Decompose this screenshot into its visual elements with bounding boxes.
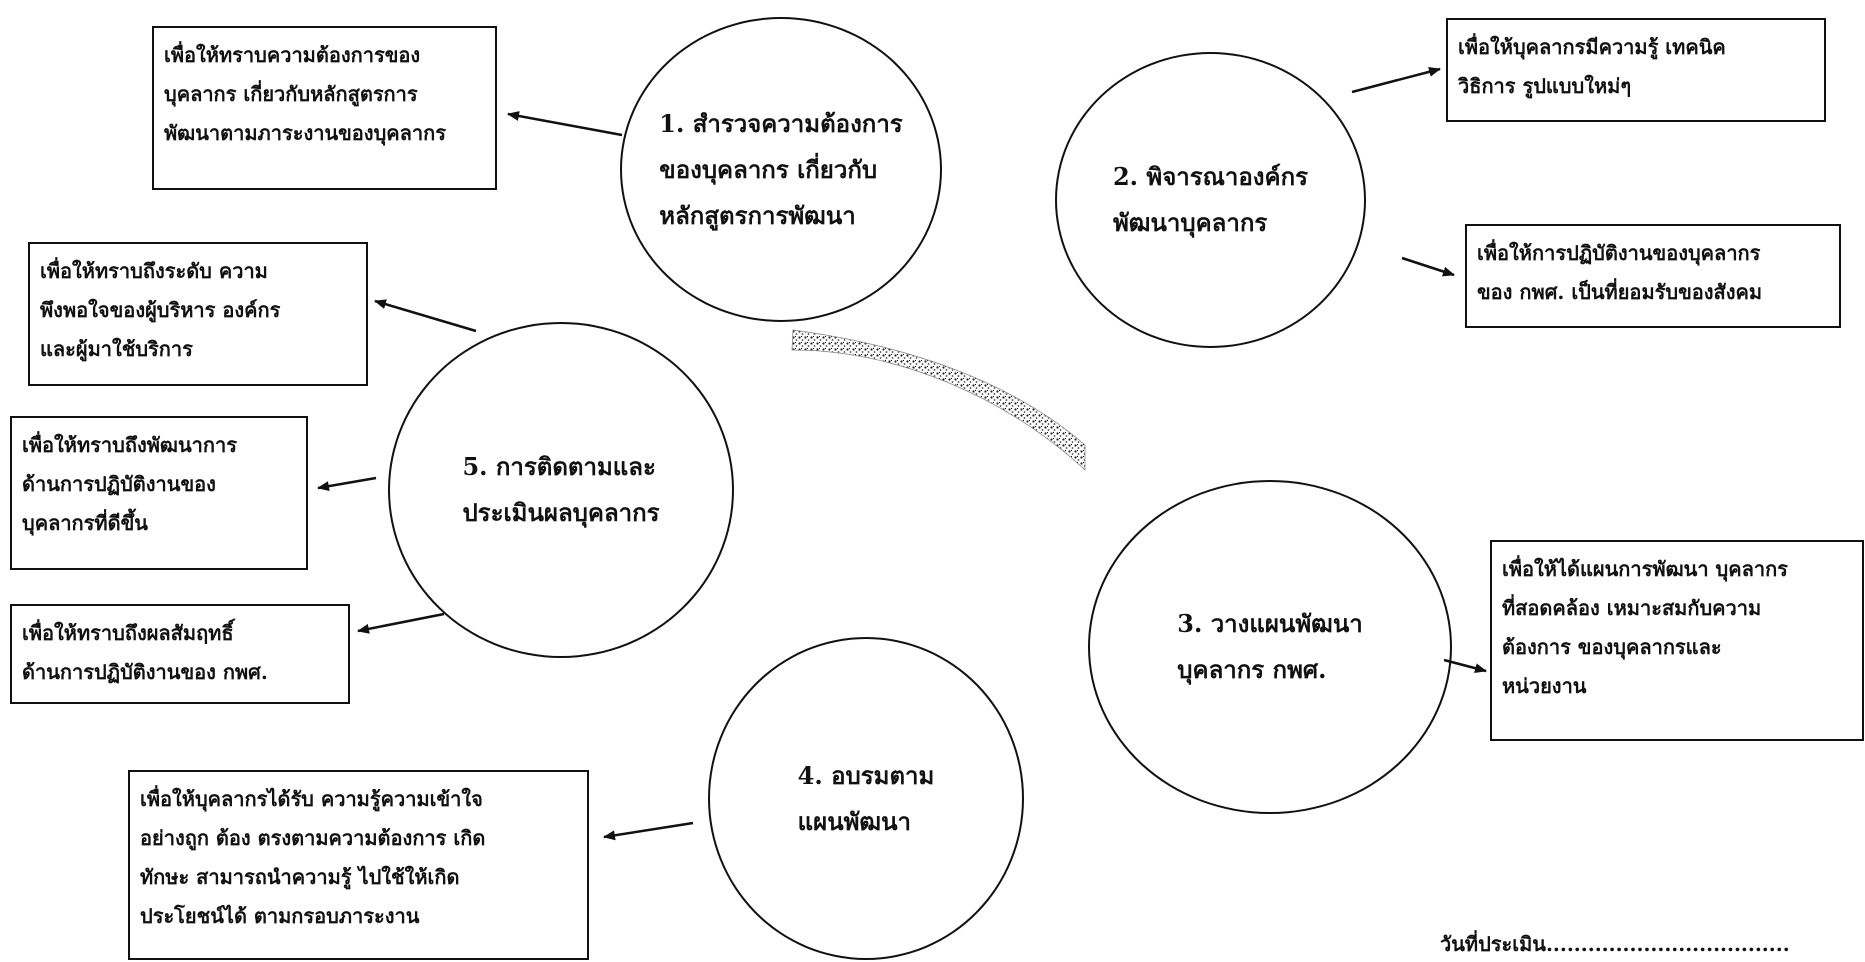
cycle-arc-hatched — [791, 329, 1086, 471]
goal-box-stage-5-a: เพื่อให้ทราบถึงระดับ ความ พึงพอใจของผู้บ… — [28, 242, 368, 386]
stage-1-label: 1. สำรวจความต้องการ ของบุคลากร เกี่ยวกับ… — [659, 108, 903, 230]
goal-text-stage-4: เพื่อให้บุคลากรได้รับ ความรู้ความเข้าใจ … — [140, 787, 486, 928]
goal-box-stage-2-b: เพื่อให้การปฏิบัติงานของบุคลากร ของ กพศ.… — [1465, 224, 1841, 328]
goal-box-stage-2-a: เพื่อให้บุคลากรมีความรู้ เทคนิค วิธิการ … — [1446, 18, 1826, 122]
goal-box-stage-1: เพื่อให้ทราบความต้องการของ บุคลากร เกี่ย… — [152, 26, 497, 190]
stage-1-circle: 1. สำรวจความต้องการ ของบุคลากร เกี่ยวกับ… — [620, 17, 942, 322]
goal-text-stage-5-c: เพื่อให้ทราบถึงผลสัมฤทธิ์ ด้านการปฏิบัติ… — [22, 621, 268, 684]
stage-3-label: 3. วางแผนพัฒนา บุคลากร กพศ. — [1177, 609, 1363, 684]
goal-box-stage-3: เพื่อให้ได้แผนการพัฒนา บุคลากร ที่สอดคล้… — [1490, 540, 1864, 741]
arrow-s5-g5b — [317, 476, 377, 492]
stage-4-label: 4. อบรมตาม แผนพัฒนา — [797, 760, 935, 836]
goal-box-stage-4: เพื่อให้บุคลากรได้รับ ความรู้ความเข้าใจ … — [128, 770, 589, 960]
goal-text-stage-1: เพื่อให้ทราบความต้องการของ บุคลากร เกี่ย… — [164, 43, 446, 145]
stage-2-circle: 2. พิจารณาองค์กร พัฒนาบุคลากร — [1055, 52, 1366, 348]
arrow-s5-g5a — [374, 299, 477, 333]
goal-box-stage-5-c: เพื่อให้ทราบถึงผลสัมฤทธิ์ ด้านการปฏิบัติ… — [10, 604, 350, 704]
goal-box-stage-5-b: เพื่อให้ทราบถึงพัฒนาการ ด้านการปฏิบัติงา… — [10, 416, 308, 570]
goal-text-stage-3: เพื่อให้ได้แผนการพัฒนา บุคลากร ที่สอดคล้… — [1502, 557, 1788, 698]
goal-text-stage-2-a: เพื่อให้บุคลากรมีความรู้ เทคนิค วิธิการ … — [1458, 35, 1726, 98]
arrow-s5-g5c — [357, 612, 445, 634]
arrow-s2-g2b — [1401, 256, 1455, 277]
goal-text-stage-5-a: เพื่อให้ทราบถึงระดับ ความ พึงพอใจของผู้บ… — [40, 259, 281, 361]
arrow-s1-g1 — [507, 111, 623, 137]
stage-5-circle: 5. การติดตามและ ประเมินผลบุคลากร — [388, 322, 734, 658]
arrow-s4-g4 — [603, 821, 694, 841]
goal-text-stage-5-b: เพื่อให้ทราบถึงพัฒนาการ ด้านการปฏิบัติงา… — [22, 433, 237, 535]
stage-3-circle: 3. วางแผนพัฒนา บุคลากร กพศ. — [1088, 480, 1452, 814]
assessment-date-line: วันที่ประเมิน...........................… — [1440, 932, 1790, 956]
stage-2-label: 2. พิจารณาองค์กร พัฒนาบุคลากร — [1112, 162, 1308, 237]
stage-4-circle: 4. อบรมตาม แผนพัฒนา — [708, 637, 1024, 960]
arrow-s2-g2a — [1351, 66, 1441, 94]
stage-5-label: 5. การติดตามและ ประเมินผลบุคลากร — [462, 452, 660, 527]
goal-text-stage-2-b: เพื่อให้การปฏิบัติงานของบุคลากร ของ กพศ.… — [1477, 241, 1763, 304]
